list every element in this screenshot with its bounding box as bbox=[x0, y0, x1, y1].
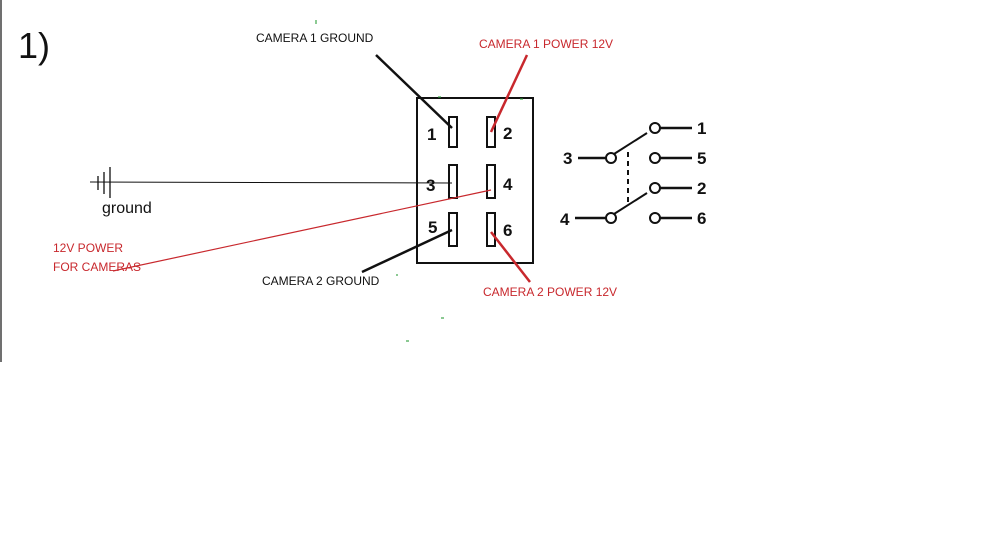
switch-lever-2 bbox=[613, 192, 648, 215]
switch-common-4-number: 4 bbox=[560, 210, 570, 229]
camera1-power-label: CAMERA 1 POWER 12V bbox=[479, 37, 613, 51]
power-label-line2: FOR CAMERAS bbox=[53, 260, 141, 274]
switch-terminal-1-number: 1 bbox=[697, 119, 706, 138]
camera1-power-wire bbox=[489, 54, 529, 133]
terminal-2-contact bbox=[649, 182, 661, 194]
camera1-ground-label: CAMERA 1 GROUND bbox=[256, 31, 374, 45]
common-4-contact bbox=[605, 212, 617, 224]
pin-slot-4 bbox=[486, 164, 496, 199]
pin-slot-1 bbox=[448, 116, 458, 148]
scan-specks bbox=[315, 20, 523, 342]
switch-common-3-number: 3 bbox=[563, 149, 572, 168]
pin-number-4: 4 bbox=[503, 175, 513, 194]
pin-slot-2 bbox=[486, 116, 496, 148]
pin-slot-3 bbox=[448, 164, 458, 199]
pin-number-5: 5 bbox=[428, 218, 437, 237]
pin-number-1: 1 bbox=[427, 125, 436, 144]
switch-schematic: 3 4 1 5 2 6 bbox=[560, 119, 706, 229]
camera1-ground-wire bbox=[375, 54, 453, 129]
switch-terminal-5-number: 5 bbox=[697, 149, 706, 168]
power-label-line1: 12V POWER bbox=[53, 241, 123, 255]
terminal-5-contact bbox=[649, 152, 661, 164]
camera2-power-label: CAMERA 2 POWER 12V bbox=[483, 285, 617, 299]
pin-number-2: 2 bbox=[503, 124, 512, 143]
common-3-contact bbox=[605, 152, 617, 164]
terminal-1-contact bbox=[649, 122, 661, 134]
ground-wire bbox=[89, 181, 453, 184]
terminal-6-contact bbox=[649, 212, 661, 224]
ground-label: ground bbox=[102, 200, 152, 217]
ground-symbol bbox=[97, 167, 111, 198]
pin-number-6: 6 bbox=[503, 221, 512, 240]
camera2-ground-label: CAMERA 2 GROUND bbox=[262, 274, 380, 288]
step-label: 1) bbox=[18, 25, 50, 66]
connector-body bbox=[416, 97, 534, 264]
power-feed-wire bbox=[112, 189, 492, 272]
pin-number-3: 3 bbox=[426, 176, 435, 195]
switch-terminal-6-number: 6 bbox=[697, 209, 706, 228]
camera2-ground-wire bbox=[361, 228, 453, 274]
pin-slot-6 bbox=[486, 212, 496, 247]
switch-terminal-2-number: 2 bbox=[697, 179, 706, 198]
camera2-power-wire bbox=[490, 231, 531, 283]
switch-lever-1 bbox=[613, 132, 648, 155]
pin-slot-5 bbox=[448, 212, 458, 247]
